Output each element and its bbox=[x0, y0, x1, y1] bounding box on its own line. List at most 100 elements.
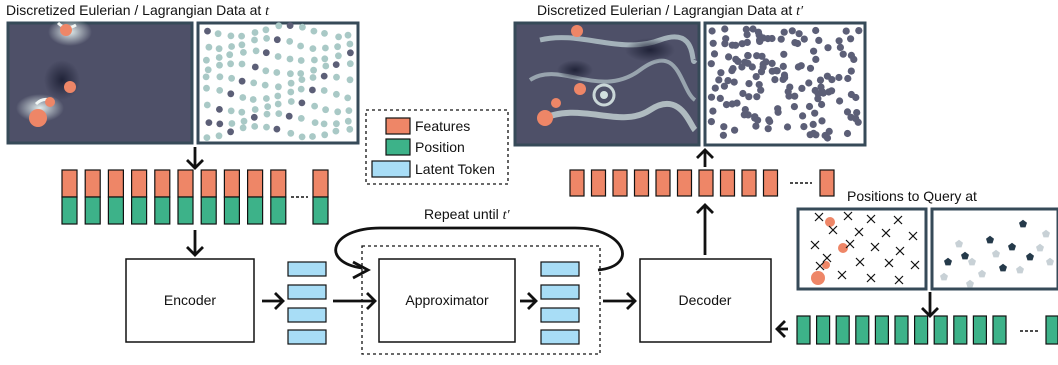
feature-token bbox=[655, 169, 671, 197]
particle bbox=[780, 28, 788, 36]
particle bbox=[346, 60, 354, 68]
particle bbox=[311, 56, 318, 64]
lagrangian-particles-t bbox=[196, 21, 360, 145]
particle bbox=[811, 86, 819, 95]
approximator-block bbox=[378, 258, 516, 343]
particle bbox=[274, 53, 282, 60]
particle bbox=[738, 63, 746, 71]
particle bbox=[811, 109, 819, 117]
particle bbox=[309, 45, 317, 52]
particle bbox=[274, 92, 282, 100]
particle bbox=[214, 30, 222, 38]
particle bbox=[762, 58, 770, 66]
particle bbox=[320, 120, 328, 128]
particle bbox=[764, 125, 772, 133]
particle bbox=[273, 36, 281, 44]
particle bbox=[216, 87, 224, 94]
left-panel-title: Discretized Eulerian / Lagrangian Data a… bbox=[6, 2, 270, 19]
eulerian-field-t bbox=[6, 18, 194, 145]
particle bbox=[334, 43, 341, 51]
position-token bbox=[815, 315, 831, 345]
particle bbox=[720, 82, 729, 90]
particle bbox=[228, 120, 236, 127]
particle bbox=[708, 27, 716, 35]
query-pentagon-icon bbox=[1026, 252, 1034, 261]
particle bbox=[732, 55, 740, 63]
latent-token bbox=[540, 284, 580, 300]
particle bbox=[768, 59, 776, 67]
legend-features-label: Features bbox=[415, 118, 470, 134]
particle bbox=[772, 67, 780, 75]
query-pentagon-icon bbox=[978, 269, 986, 278]
query-cross-icon bbox=[866, 214, 876, 224]
particle bbox=[715, 76, 723, 84]
particle bbox=[216, 73, 224, 81]
particle bbox=[824, 44, 832, 52]
query-cross-icon bbox=[894, 275, 904, 285]
query-cross-icon bbox=[895, 246, 905, 256]
particle bbox=[322, 106, 329, 114]
particle bbox=[238, 108, 246, 116]
particle bbox=[344, 94, 352, 102]
particle bbox=[812, 55, 820, 64]
particle bbox=[843, 108, 852, 116]
particle bbox=[743, 38, 751, 47]
particle bbox=[205, 43, 213, 51]
particle bbox=[346, 125, 354, 133]
query-token-row bbox=[796, 315, 1058, 345]
query-cross-icon bbox=[810, 240, 820, 250]
particle bbox=[286, 55, 294, 63]
latent-stack-approximator bbox=[540, 261, 580, 345]
right-panel-title: Discretized Eulerian / Lagrangian Data a… bbox=[537, 2, 804, 19]
particle bbox=[854, 118, 862, 126]
particle bbox=[814, 95, 822, 103]
particle bbox=[239, 124, 247, 132]
particle bbox=[742, 25, 750, 33]
query-cross-icon bbox=[908, 231, 918, 241]
particle bbox=[263, 110, 271, 118]
particle bbox=[249, 96, 257, 103]
particle bbox=[853, 109, 861, 117]
query-pentagon-icon bbox=[992, 249, 1000, 258]
position-token bbox=[953, 315, 968, 345]
particle bbox=[836, 97, 844, 105]
particle bbox=[744, 59, 752, 67]
particle bbox=[791, 92, 799, 100]
feature-position-token bbox=[270, 169, 287, 225]
particle bbox=[752, 73, 760, 81]
particle bbox=[204, 66, 212, 74]
particle bbox=[819, 89, 827, 97]
particle bbox=[744, 52, 752, 60]
particle bbox=[786, 83, 794, 91]
feature-token bbox=[762, 169, 779, 197]
legend: Features Position Latent Token bbox=[365, 109, 509, 185]
particle bbox=[794, 63, 803, 71]
particle bbox=[732, 41, 740, 49]
feature-position-token bbox=[131, 169, 148, 225]
particle bbox=[752, 122, 760, 130]
feature-token bbox=[569, 169, 585, 197]
repeat-loop-arrowhead bbox=[352, 260, 371, 280]
particle bbox=[855, 27, 863, 35]
feature-position-token bbox=[247, 169, 264, 225]
particle bbox=[729, 65, 737, 73]
eulerian-field-t-prime bbox=[513, 21, 701, 147]
particle bbox=[205, 119, 213, 126]
legend-latent-label: Latent Token bbox=[415, 161, 495, 177]
feature-position-token bbox=[223, 169, 240, 225]
particle bbox=[749, 25, 757, 33]
particle bbox=[287, 70, 294, 78]
particle bbox=[262, 26, 270, 34]
particle bbox=[707, 118, 716, 126]
particle bbox=[275, 83, 282, 91]
particle bbox=[805, 79, 813, 87]
particle bbox=[309, 86, 316, 94]
particle bbox=[238, 60, 246, 68]
query-pentagon-icon bbox=[1042, 229, 1050, 238]
query-pentagon-icon bbox=[999, 263, 1007, 272]
particle bbox=[828, 87, 836, 95]
particle bbox=[810, 47, 818, 55]
query-cross-icon bbox=[854, 227, 864, 237]
particle bbox=[240, 117, 248, 125]
repeat-label: Repeat until t′ bbox=[424, 206, 510, 223]
